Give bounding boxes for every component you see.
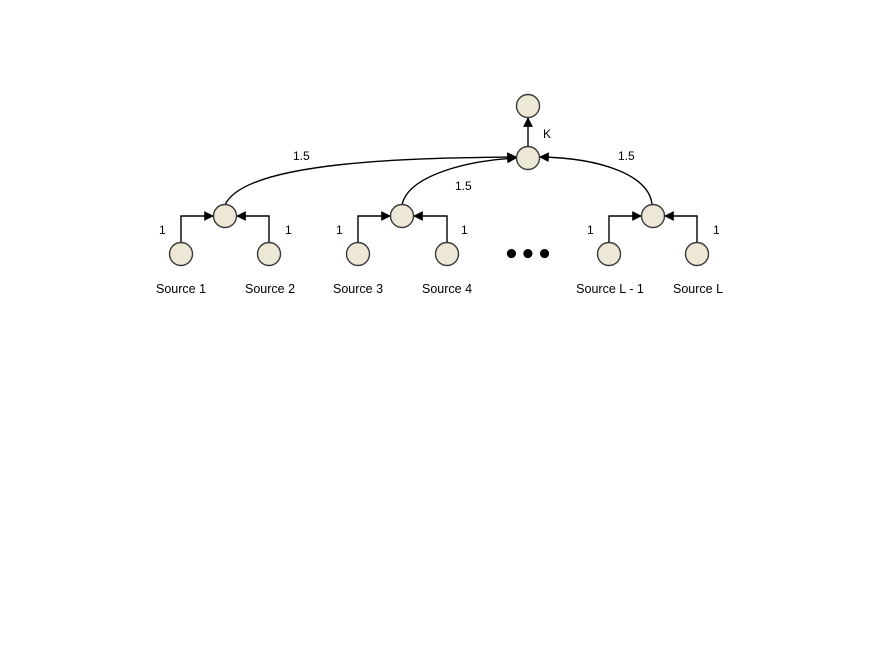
source-2-node	[256, 241, 282, 267]
edge-label-source-4: 1	[461, 223, 468, 237]
left-merge-node	[212, 203, 238, 229]
edge-right-to-root	[539, 152, 653, 206]
edge-label-source-3: 1	[336, 223, 343, 237]
source-label-l-minus-1: Source L - 1	[576, 282, 644, 296]
right-merge-node	[640, 203, 666, 229]
source-label-3: Source 3	[333, 282, 383, 296]
edge-label-right-branch: 1.5	[618, 149, 635, 163]
edge-source2-to-left	[236, 211, 270, 243]
source-4-node	[434, 241, 460, 267]
edge-middle-to-root	[401, 153, 517, 206]
edge-label-source-l-minus-1: 1	[587, 223, 594, 237]
source-label-1: Source 1	[156, 282, 206, 296]
source-1-node	[168, 241, 194, 267]
edge-source4-to-middle	[413, 211, 448, 243]
source-3-node	[345, 241, 371, 267]
edge-label-source-l: 1	[713, 223, 720, 237]
edge-left-to-root	[224, 152, 517, 206]
source-label-2: Source 2	[245, 282, 295, 296]
sink-node	[515, 93, 541, 119]
edge-label-source-1: 1	[159, 223, 166, 237]
edge-source1-to-left	[180, 211, 214, 243]
edge-label-source-2: 1	[285, 223, 292, 237]
middle-merge-node	[389, 203, 415, 229]
edge-source3-to-middle	[357, 211, 391, 243]
edge-label-k: K	[543, 127, 551, 141]
source-label-4: Source 4	[422, 282, 472, 296]
source-l-minus-1-node	[596, 241, 622, 267]
ellipsis: •••	[503, 240, 553, 270]
edge-sourceL-to-right	[664, 211, 698, 243]
source-l-node	[684, 241, 710, 267]
edge-sourceL1-to-right	[608, 211, 642, 243]
edge-label-middle-branch: 1.5	[455, 179, 472, 193]
root-node	[515, 145, 541, 171]
source-label-l: Source L	[673, 282, 723, 296]
edge-label-left-branch: 1.5	[293, 149, 310, 163]
